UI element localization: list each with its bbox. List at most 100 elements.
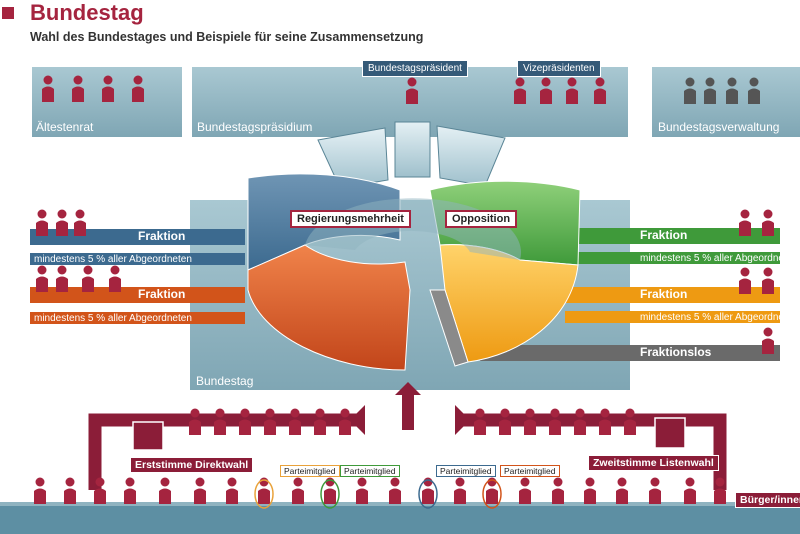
page-title: Bundestag xyxy=(30,0,144,25)
aeltestenrat-member xyxy=(132,75,144,102)
vote-line-left xyxy=(88,413,365,490)
right-faction-2-member xyxy=(739,267,751,294)
ballot-box-right xyxy=(654,417,686,449)
fraktionslos-member xyxy=(762,327,774,354)
citizen-figure xyxy=(159,477,171,504)
list-mandate-member xyxy=(549,408,561,435)
right-faction-1-member xyxy=(739,209,751,236)
left-faction-1-member xyxy=(56,209,68,236)
aeltestenrat-member xyxy=(102,75,114,102)
left-faction-sub-1: mindestens 5 % aller Abgeordneten xyxy=(34,254,192,265)
direct-mandate-member xyxy=(214,408,226,435)
list-mandate-member xyxy=(574,408,586,435)
citizen-figure xyxy=(226,477,238,504)
title-marker xyxy=(2,7,14,19)
list-mandate-member xyxy=(624,408,636,435)
left-faction-sub-bar-2 xyxy=(30,312,245,324)
direct-mandate-member xyxy=(314,408,326,435)
zweitstimme-label: Zweitstimme Listenwahl xyxy=(588,455,719,471)
left-faction-sub-2: mindestens 5 % aller Abgeordneten xyxy=(34,313,192,324)
citizen-figure xyxy=(389,477,401,504)
citizens-ground xyxy=(0,505,800,534)
citizen-figure xyxy=(482,477,502,509)
left-faction-2-member xyxy=(36,265,48,292)
vize-figure xyxy=(514,77,526,104)
right-faction-bar-1 xyxy=(575,228,780,244)
fraktionslos-name: Fraktionslos xyxy=(640,345,712,359)
aeltestenrat-label: Ältestenrat xyxy=(36,120,94,134)
vote-line-right xyxy=(455,413,727,490)
direct-mandate-member xyxy=(189,408,201,435)
verwaltung-member xyxy=(704,77,716,104)
list-mandate-member xyxy=(474,408,486,435)
praesidium-label: Bundestagspräsidium xyxy=(197,120,313,134)
opposition-tag: Opposition xyxy=(445,210,518,228)
right-faction-sub-2: mindestens 5 % aller Abgeordneten xyxy=(640,312,798,323)
right-faction-1-member xyxy=(762,209,774,236)
citizen-figure xyxy=(320,477,340,509)
vize-label: Vizepräsidenten xyxy=(517,60,601,77)
citizen-figure xyxy=(292,477,304,504)
list-mandate-member xyxy=(599,408,611,435)
aeltestenrat-member xyxy=(42,75,54,102)
praesident-figure xyxy=(406,77,418,104)
citizen-figure xyxy=(454,477,466,504)
vize-figure xyxy=(566,77,578,104)
right-faction-2-member xyxy=(762,267,774,294)
verwaltung-member xyxy=(684,77,696,104)
ballot-box-left xyxy=(132,421,164,451)
seat-block-right xyxy=(436,125,506,187)
citizen-figure xyxy=(714,477,726,504)
citizen-figure xyxy=(552,477,564,504)
vize-figure xyxy=(594,77,606,104)
segment-orange xyxy=(247,244,411,371)
citizen-figure xyxy=(194,477,206,504)
citizen-figure xyxy=(616,477,628,504)
party-tag-1: Parteimitglied xyxy=(280,465,340,477)
right-faction-bar-2 xyxy=(565,287,780,303)
citizen-figure xyxy=(519,477,531,504)
right-faction-name-1: Fraktion xyxy=(640,228,688,242)
right-faction-sub-bar-2 xyxy=(565,311,780,323)
citizen-figure xyxy=(649,477,661,504)
right-faction-sub-1: mindestens 5 % aller Abgeordneten xyxy=(640,253,798,264)
vote-arrow-down xyxy=(395,382,421,430)
right-faction-sub-bar-1 xyxy=(575,252,780,264)
direct-mandate-member xyxy=(289,408,301,435)
left-faction-1-member xyxy=(74,209,86,236)
left-faction-2-member xyxy=(82,265,94,292)
citizen-figure xyxy=(684,477,696,504)
verwaltung-member xyxy=(726,77,738,104)
segment-grey xyxy=(429,289,469,367)
aeltestenrat-member xyxy=(72,75,84,102)
citizen-figure xyxy=(584,477,596,504)
page-subtitle: Wahl des Bundestages und Beispiele für s… xyxy=(30,30,424,44)
verwaltung-member xyxy=(748,77,760,104)
erststimme-label: Erststimme Direktwahl xyxy=(130,457,254,473)
verwaltung-label: Bundestagsverwaltung xyxy=(658,120,780,134)
direct-mandate-member xyxy=(264,408,276,435)
citizen-figure xyxy=(254,477,274,509)
left-faction-name-2: Fraktion xyxy=(138,287,186,301)
right-faction-name-2: Fraktion xyxy=(640,287,688,301)
citizen-figure xyxy=(64,477,76,504)
fraktionslos-bar xyxy=(480,345,780,361)
list-mandate-member xyxy=(499,408,511,435)
party-tag-3: Parteimitglied xyxy=(436,465,496,477)
praesident-label: Bundestagspräsident xyxy=(362,60,468,77)
citizen-figure xyxy=(356,477,368,504)
party-tag-2: Parteimitglied xyxy=(340,465,400,477)
party-tag-4: Parteimitglied xyxy=(500,465,560,477)
citizen-figure xyxy=(124,477,136,504)
list-mandate-member xyxy=(524,408,536,435)
vize-figure xyxy=(540,77,552,104)
citizen-figure xyxy=(34,477,46,504)
left-faction-name-1: Fraktion xyxy=(138,229,186,243)
left-faction-sub-bar-1 xyxy=(30,253,245,265)
direct-mandate-member xyxy=(239,408,251,435)
citizen-figure xyxy=(418,477,438,509)
seat-block-center xyxy=(394,121,431,178)
left-faction-2-member xyxy=(109,265,121,292)
direct-mandate-member xyxy=(339,408,351,435)
